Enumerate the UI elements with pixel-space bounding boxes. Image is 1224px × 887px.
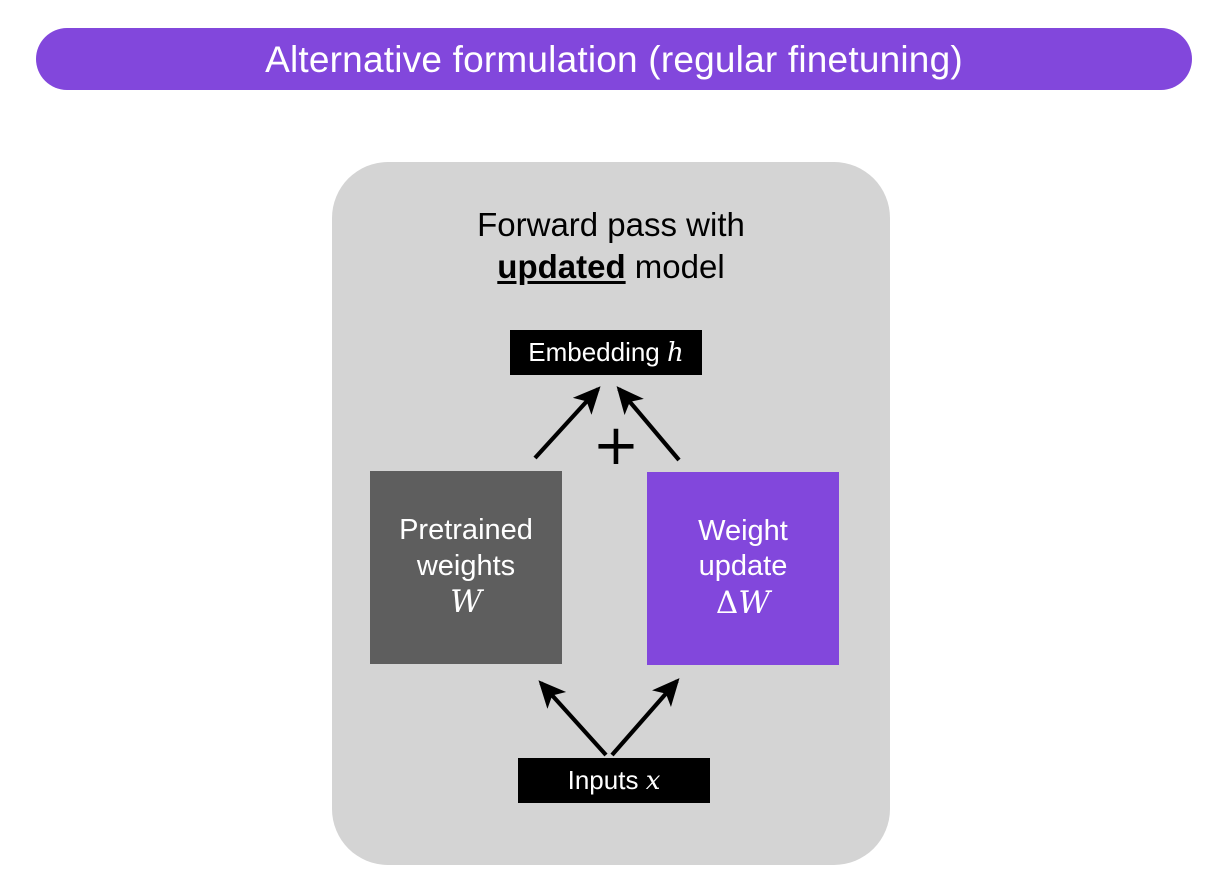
plus-operator: + (592, 413, 640, 478)
page-title: Alternative formulation (regular finetun… (265, 38, 963, 80)
node-embedding-label: Embedding (528, 337, 660, 367)
node-weight-update-line2: update (698, 550, 788, 583)
node-inputs-symbol: x (645, 765, 661, 796)
node-weight-update-delta: Δ (715, 585, 739, 622)
node-weight-update: Weight update ΔW (647, 472, 839, 665)
node-pretrained-line1: Pretrained (399, 514, 533, 547)
node-pretrained-line2: weights (416, 549, 516, 582)
diagram-panel: Forward pass with updated model + Embedd… (332, 162, 890, 865)
panel-heading-line2: updated model (332, 246, 890, 288)
node-inputs-label: Inputs (567, 765, 639, 795)
arrow-inputs-to-weight-update (610, 678, 680, 757)
panel-heading-line1: Forward pass with (477, 206, 745, 243)
node-weight-update-symbol: ΔW (698, 584, 788, 623)
node-embedding: Embedding h (510, 330, 702, 375)
panel-heading: Forward pass with updated model (332, 204, 890, 288)
node-inputs: Inputs x (518, 758, 710, 803)
arrow-inputs-to-pretrained (538, 680, 608, 757)
panel-heading-suffix: model (625, 248, 725, 286)
node-embedding-symbol: h (667, 337, 684, 368)
node-pretrained-weights: Pretrained weights W (370, 471, 562, 664)
node-weight-update-symbol-w: W (738, 585, 771, 622)
node-pretrained-symbol: W (450, 583, 482, 620)
panel-heading-emphasis: updated (497, 248, 626, 286)
title-banner: Alternative formulation (regular finetun… (36, 28, 1192, 90)
node-weight-update-line1: Weight (698, 514, 788, 547)
